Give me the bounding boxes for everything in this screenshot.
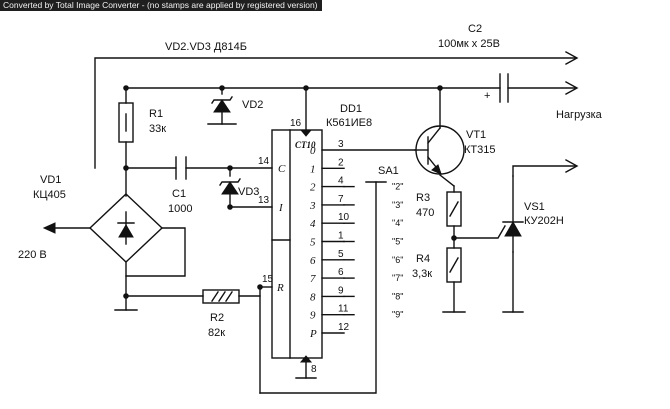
chip-dd1 xyxy=(271,129,323,363)
switch-position-label: "3" xyxy=(392,200,403,210)
zener-vd2 xyxy=(211,96,233,113)
chip-output-pin: 7 xyxy=(338,194,344,205)
junctions xyxy=(123,85,457,299)
chip-input-r: R xyxy=(276,282,284,294)
transistor-vt1 xyxy=(414,125,465,175)
chip-output-name: 6 xyxy=(310,255,316,267)
chip-output-pin: 11 xyxy=(338,304,349,315)
diode-bridge-vd1 xyxy=(88,193,164,263)
chip-pin-top: 16 xyxy=(290,118,302,129)
chip-output-pin: 12 xyxy=(338,322,350,333)
zener-vd3 xyxy=(219,178,241,195)
chip-output-name: 8 xyxy=(310,291,316,303)
load-terminals xyxy=(565,51,579,173)
label-r1-value: 33к xyxy=(149,123,166,135)
label-c1-value: 1000 xyxy=(168,203,192,215)
label-r2: R2 xyxy=(210,312,224,324)
chip-input-c: C xyxy=(278,163,286,175)
label-sa1: SA1 xyxy=(378,165,399,177)
label-vs1: VS1 xyxy=(524,201,545,213)
chip-input-i: I xyxy=(278,202,284,214)
label-dd1-type: К561ИЕ8 xyxy=(326,117,372,129)
switch-position-label: "9" xyxy=(392,310,403,320)
chip-output-pin: 3 xyxy=(338,139,344,150)
label-r1: R1 xyxy=(149,108,163,120)
chip-output-pin: 10 xyxy=(338,212,350,223)
chip-output-name: 7 xyxy=(310,273,316,285)
label-r3-value: 470 xyxy=(416,207,434,219)
switch-position-label: "6" xyxy=(392,255,403,265)
chip-output-name: 9 xyxy=(310,310,316,322)
label-load: Нагрузка xyxy=(556,109,603,121)
thyristor-vs1 xyxy=(502,175,524,253)
label-vd2: VD2 xyxy=(242,99,263,111)
chip-output-pin: 6 xyxy=(338,267,344,278)
chip-output-name: P xyxy=(309,328,317,340)
switch-position-label: "7" xyxy=(392,273,403,283)
switch-position-label: "5" xyxy=(392,237,403,247)
resistor-r4 xyxy=(446,247,462,283)
label-vd1-type: КЦ405 xyxy=(33,189,66,201)
label-vd1: VD1 xyxy=(40,174,61,186)
converter-banner: Converted by Total Image Converter - (no… xyxy=(0,0,322,11)
chip-ct-label: CT10 xyxy=(295,140,316,150)
chip-pin-14: 14 xyxy=(258,156,270,167)
label-vd3: VD3 xyxy=(238,186,259,198)
switch-position-labels: "2" "3" "4" "5" "6" "7" "8" "9" xyxy=(392,182,403,320)
label-r4-value: 3,3к xyxy=(412,268,432,280)
switch-position-label: "8" xyxy=(392,291,403,301)
label-dd1: DD1 xyxy=(340,103,362,115)
chip-output-name: 2 xyxy=(310,182,316,194)
label-plus: + xyxy=(484,90,490,102)
label-r4: R4 xyxy=(416,253,430,265)
chip-labels: CT10 C I R 16 8 14 13 15 xyxy=(258,118,317,375)
capacitor-c2 xyxy=(499,73,509,103)
label-c1: C1 xyxy=(172,188,186,200)
chip-pin-13: 13 xyxy=(258,195,270,206)
label-r3: R3 xyxy=(416,192,430,204)
chip-output-name: 5 xyxy=(310,237,316,249)
label-c2: C2 xyxy=(468,23,482,35)
label-vd2-vd3: VD2.VD3 Д814Б xyxy=(165,41,247,53)
chip-pin-15: 15 xyxy=(262,274,274,285)
chip-output-name: 0 xyxy=(310,145,316,157)
chip-output-pin: 9 xyxy=(338,285,344,296)
resistor-r2 xyxy=(202,289,240,304)
chip-output-pin: 1 xyxy=(338,231,344,242)
chip-output-name: 3 xyxy=(309,200,316,212)
label-vs1-type: КУ202Н xyxy=(524,215,564,227)
chip-output-pin: 2 xyxy=(338,157,344,168)
chip-output-pin: 4 xyxy=(338,176,344,187)
labels: VD2.VD3 Д814Б C2 100мк х 25В + Нагрузка … xyxy=(18,23,603,339)
switch-position-label: "4" xyxy=(392,218,403,228)
chip-output-name: 1 xyxy=(310,163,316,175)
chip-pin-bottom: 8 xyxy=(311,364,317,375)
switch-sa1-contacts xyxy=(343,181,387,316)
label-mains: 220 В xyxy=(18,249,47,261)
chip-output-lines xyxy=(321,167,345,334)
chip-output-name: 4 xyxy=(310,218,316,230)
label-c2-value: 100мк х 25В xyxy=(438,38,500,50)
chip-output-pin: 5 xyxy=(338,249,344,260)
capacitor-c1 xyxy=(175,156,187,180)
switch-position-label: "2" xyxy=(392,182,403,192)
label-vt1: VT1 xyxy=(466,129,486,141)
resistor-r1 xyxy=(118,102,134,143)
resistor-r3 xyxy=(446,191,462,227)
mains-arrow xyxy=(42,222,56,234)
label-r2-value: 82к xyxy=(208,327,225,339)
label-vt1-type: КТ315 xyxy=(464,144,495,156)
